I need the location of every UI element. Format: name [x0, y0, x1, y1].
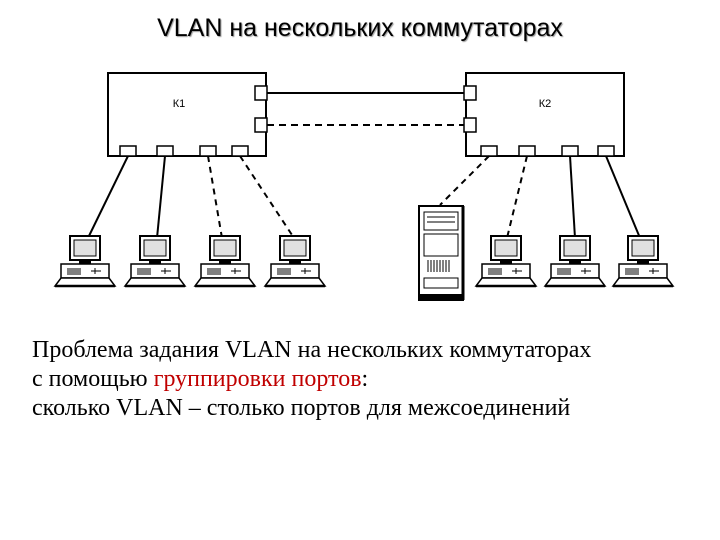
link-k2-pc6	[569, 155, 576, 239]
link-k2-pc5	[506, 155, 528, 239]
network-diagram: К1 К2	[53, 72, 675, 301]
caption: Проблема задания VLAN на нескольких комм…	[32, 336, 712, 423]
caption-line-2-suffix: :	[361, 366, 369, 392]
caption-line-2-prefix: с помощью	[32, 366, 154, 392]
desktop-computer-icon	[474, 234, 538, 288]
link-k1-pc3	[207, 155, 223, 239]
caption-line-3: сколько VLAN – столько портов для межсое…	[32, 395, 571, 421]
desktop-computer-icon	[263, 234, 327, 288]
slide-title: VLAN на нескольких коммутаторах	[157, 14, 563, 42]
link-k2-pc7	[605, 155, 641, 239]
switch-k2-label: К2	[539, 98, 552, 110]
desktop-computer-icon	[543, 234, 607, 288]
link-k1-pc2	[156, 155, 166, 239]
caption-line-1: Проблема задания VLAN на нескольких комм…	[32, 337, 592, 363]
desktop-computer-icon	[123, 234, 187, 288]
switch-k2: К2	[463, 72, 625, 157]
switch-k1-label: К1	[173, 98, 186, 110]
link-k1-pc4	[239, 155, 295, 239]
caption-highlight: группировки портов	[153, 366, 362, 392]
server-tower-icon	[418, 205, 465, 301]
desktop-computer-icon	[193, 234, 257, 288]
caption-line-2: с помощью группировки портов:	[32, 365, 712, 394]
switch-k1: К1	[107, 72, 268, 157]
desktop-computer-icon	[611, 234, 675, 288]
link-k2-server	[439, 155, 490, 206]
link-k1-pc1	[87, 155, 129, 239]
desktop-computer-icon	[53, 234, 117, 288]
